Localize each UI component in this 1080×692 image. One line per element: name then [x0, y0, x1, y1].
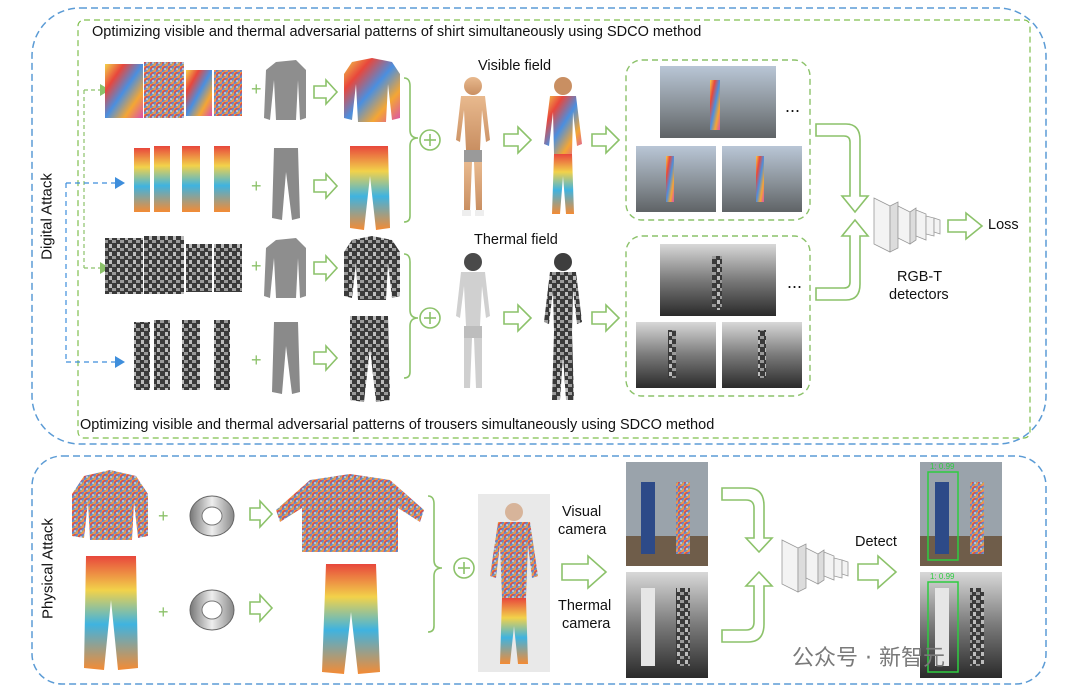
detect-label: Detect — [855, 534, 897, 550]
visible-shirt-pattern-pieces — [105, 62, 242, 118]
thermal-scene-group — [625, 235, 811, 397]
hollow-arrows-col3 — [591, 125, 621, 333]
mesh-shirt-gray — [264, 60, 306, 120]
visible-scene-group — [625, 59, 811, 221]
plus-icon: + — [251, 176, 262, 196]
human-model-visible — [456, 77, 490, 216]
detection-results — [920, 462, 1002, 678]
thermal-field-label: Thermal field — [474, 232, 558, 248]
physical-trousers-patched — [322, 564, 380, 674]
textured-trousers-visible — [350, 146, 390, 230]
physical-shirt — [72, 470, 148, 540]
physical-person-photo — [478, 494, 550, 672]
detector-network-physical — [781, 539, 849, 593]
thermal-camera-line1: Thermal — [558, 598, 612, 614]
ellipsis-thermal: ... — [787, 272, 803, 292]
detect-arrow — [857, 554, 898, 590]
visible-scene-images — [636, 66, 802, 212]
thermal-camera-line2: camera — [562, 616, 611, 632]
mesh-trousers-gray — [272, 148, 300, 220]
dressed-human-visible — [544, 77, 582, 214]
physical-attack-label: Physical Attack — [39, 518, 57, 619]
thermal-trouser-pattern-pieces — [134, 320, 230, 390]
digital-inner-panel — [77, 19, 1031, 439]
merge-arrows — [815, 123, 870, 301]
merge-arrows-physical — [721, 487, 774, 643]
loss-label: Loss — [988, 217, 1019, 233]
watermark: 公众号 · 新智元 — [792, 646, 945, 671]
human-model-thermal — [456, 253, 490, 388]
circle-plus-icon — [419, 129, 441, 329]
detection-score-top: 1: 0.99 — [930, 462, 955, 471]
aluminum-tape-roll — [189, 495, 235, 631]
plus-icon: + — [251, 79, 262, 99]
thermal-scene-images — [636, 244, 802, 388]
mesh-trousers-gray-2 — [272, 322, 300, 394]
plus-icon: + — [158, 506, 169, 526]
detectors-label-line2: detectors — [889, 287, 949, 303]
visual-camera-line2: camera — [558, 522, 607, 538]
digital-attack-label: Digital Attack — [38, 173, 56, 260]
visible-trouser-pattern-pieces — [134, 146, 230, 212]
hollow-arrows-col2 — [503, 125, 533, 333]
physical-attack-panel — [31, 455, 1047, 685]
physical-trousers — [84, 556, 138, 670]
bracket-visible — [403, 77, 419, 379]
detection-score-bottom: 1: 0.99 — [930, 572, 955, 581]
thermal-shirt-pattern-pieces — [105, 236, 242, 294]
branch-lines — [65, 84, 125, 368]
dressed-human-thermal — [544, 253, 582, 400]
physical-shirt-patched — [276, 474, 424, 552]
hollow-arrows-physical — [249, 498, 274, 624]
plus-icon: + — [251, 256, 262, 276]
shirt-caption: Optimizing visible and thermal adversari… — [92, 24, 702, 40]
textured-shirt-visible — [344, 58, 400, 122]
camera-captures — [626, 462, 708, 678]
loss-arrow — [947, 211, 984, 241]
trousers-caption: Optimizing visible and thermal adversari… — [80, 417, 715, 433]
circle-plus-icon — [453, 557, 475, 579]
rgbt-detector-network — [873, 197, 941, 253]
mesh-shirt-gray-2 — [264, 238, 306, 298]
hollow-arrows-col1 — [313, 77, 339, 373]
visible-field-label: Visible field — [478, 58, 552, 74]
visual-camera-line1: Visual — [562, 504, 602, 520]
plus-icon: + — [251, 350, 262, 370]
camera-arrow — [561, 554, 608, 590]
detectors-label-line1: RGB-T — [897, 269, 943, 285]
bracket-physical — [427, 495, 443, 633]
textured-shirt-thermal — [344, 236, 400, 300]
plus-icon: + — [158, 602, 169, 622]
ellipsis-visible: ... — [785, 96, 801, 116]
textured-trousers-thermal — [350, 316, 390, 402]
